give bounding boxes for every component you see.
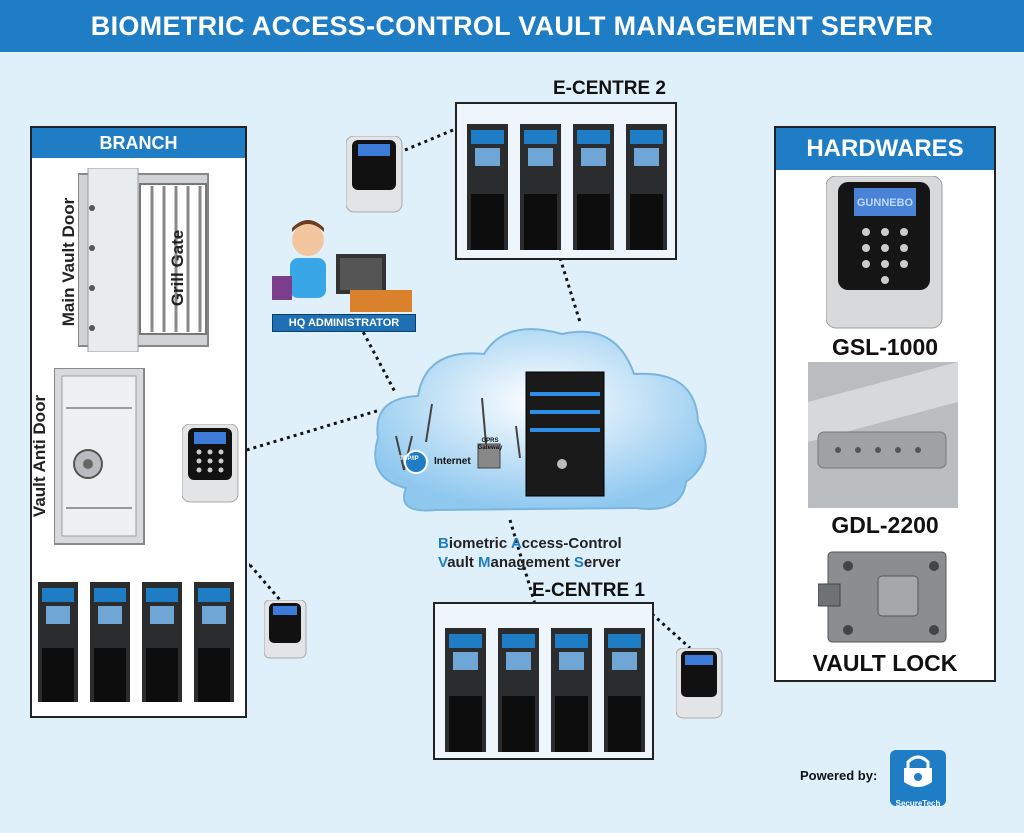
link-ecentre1-keypad <box>650 612 692 650</box>
ecentre1-panel <box>433 602 654 760</box>
hardwares-heading: HARDWARES <box>776 128 994 170</box>
ecentre2-atm-3 <box>573 124 614 250</box>
gprs-gateway-label: GPRS Gateway <box>477 438 503 451</box>
caption-a: A <box>510 535 522 552</box>
link-branch-keypad-to-cloud <box>239 408 381 454</box>
ecentre1-atm-3 <box>551 628 592 752</box>
vault-anti-door-label: Vault Anti Door <box>30 394 49 518</box>
caption-iometric: iometric <box>448 535 511 552</box>
ecentre2-atm-4 <box>626 124 667 250</box>
brand-label: SecureTech <box>895 799 941 808</box>
ecentre1-atm-4 <box>604 628 645 752</box>
ecentre2-keypad <box>346 136 403 213</box>
caption-anagement: anagement <box>490 554 574 571</box>
page-title: BIOMETRIC ACCESS-CONTROL VAULT MANAGEMEN… <box>0 0 1024 52</box>
ecentre2-atm-1 <box>467 124 508 250</box>
caption-ccess: ccess-Control <box>521 535 622 552</box>
ecentre1-atm-row <box>443 626 647 754</box>
link-ecentre2-to-cloud <box>558 257 582 323</box>
caption-b: B <box>438 535 449 552</box>
branch-heading: BRANCH <box>32 128 245 158</box>
caption-m: M <box>478 554 491 571</box>
caption-line-1: Biometric Access-Control <box>438 534 678 553</box>
branch-atm-row <box>36 578 241 704</box>
ecentre2-panel <box>455 102 677 260</box>
internet-label: Internet <box>434 456 471 467</box>
link-branch-atm-keypad <box>248 564 282 601</box>
link-hq-to-cloud <box>358 325 397 393</box>
securetech-logo: SecureTech <box>890 750 946 808</box>
branch-atm-keypad <box>264 600 307 659</box>
hq-administrator-label: HQ ADMINISTRATOR <box>272 314 416 332</box>
branch-atm-1 <box>38 582 78 702</box>
link-ecentre2-keypad <box>404 126 459 152</box>
vault-lock-image <box>818 551 947 643</box>
tcpip-label: TCP/IP <box>399 456 419 462</box>
branch-atm-2 <box>90 582 130 702</box>
ecentre2-atm-2 <box>520 124 561 250</box>
main-vault-door-image <box>78 168 209 352</box>
main-vault-door-label: Main Vault Door <box>59 197 78 327</box>
keypad-brand-text: GUNNEBO <box>857 197 914 209</box>
ecentre2-label: E-CENTRE 2 <box>553 78 666 99</box>
server-caption: Biometric Access-Control Vault Managemen… <box>438 534 678 572</box>
branch-atm-3 <box>142 582 182 702</box>
lock-icon <box>904 755 932 787</box>
branch-keypad <box>182 424 239 503</box>
ecentre1-keypad <box>676 648 723 719</box>
caption-erver: erver <box>583 554 621 571</box>
ecentre2-atm-row <box>465 122 669 252</box>
vault-lock-label: VAULT LOCK <box>812 650 958 676</box>
hq-administrator-image <box>272 220 412 312</box>
caption-ault: ault <box>447 554 479 571</box>
powered-by-label: Powered by: <box>800 768 878 783</box>
gsl-1000-image: GUNNEBO <box>826 176 943 329</box>
link-cloud-to-ecentre1 <box>508 519 537 605</box>
vault-anti-door-image <box>54 368 145 545</box>
caption-v: V <box>438 554 448 571</box>
ecentre1-label: E-CENTRE 1 <box>532 580 645 601</box>
ecentre1-atm-1 <box>445 628 486 752</box>
gdl-2200-label: GDL-2200 <box>831 512 939 538</box>
gdl-2200-image <box>808 362 958 508</box>
gsl-1000-label: GSL-1000 <box>831 334 939 360</box>
cloud-network <box>374 328 707 512</box>
branch-atm-4 <box>194 582 234 702</box>
grill-gate-label: Grill Gate <box>168 229 187 307</box>
ecentre1-atm-2 <box>498 628 539 752</box>
caption-s: S <box>573 554 584 571</box>
caption-line-2: Vault Management Server <box>438 553 678 572</box>
